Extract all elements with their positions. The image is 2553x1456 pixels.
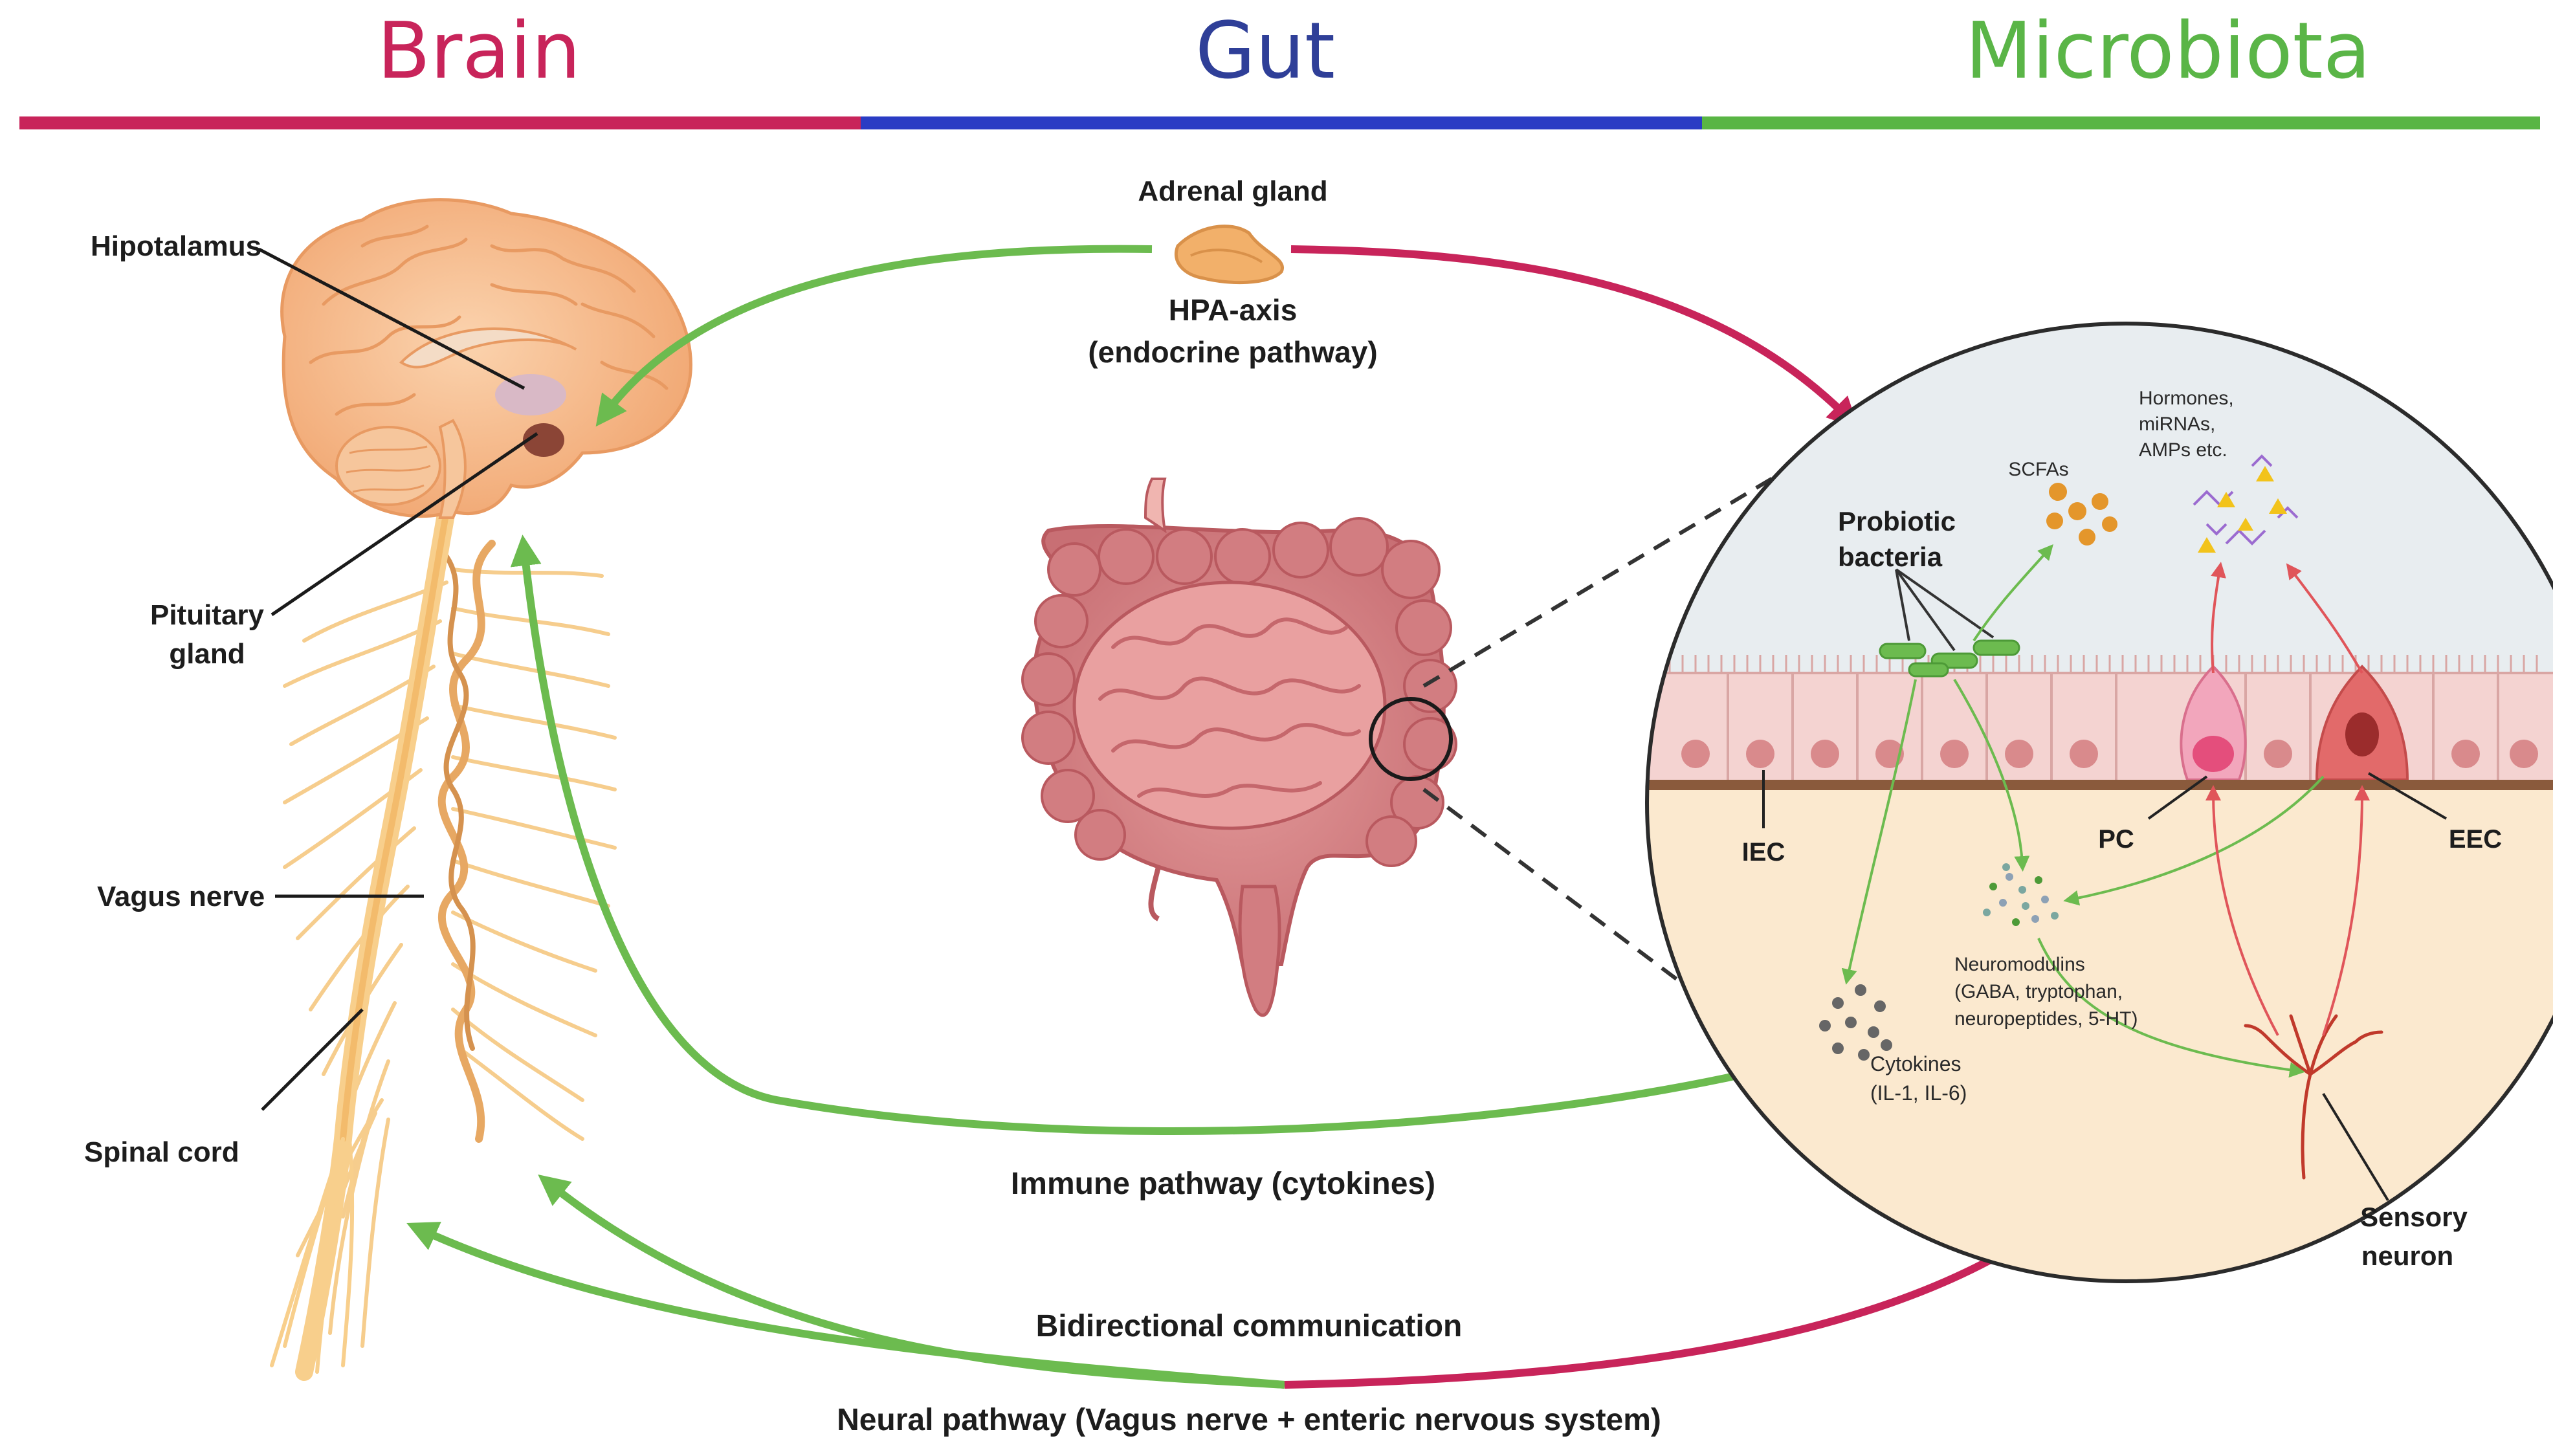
label-bidirectional: Bidirectional communication xyxy=(1036,1309,1463,1343)
microbiota-inset: SCFAs Hormones, miRNAs, AMPs etc. Probio… xyxy=(1645,322,2553,1283)
neural-arrow-to-microbiota xyxy=(1284,1217,2058,1389)
neural-arrow-2 xyxy=(406,1222,1285,1389)
header-microbiota: Microbiota xyxy=(1965,6,2371,96)
hpa-arrow-to-brain xyxy=(595,245,1153,427)
label-hipotalamus: Hipotalamus xyxy=(91,230,261,262)
label-iec: IEC xyxy=(1742,838,1785,866)
label-sensory-line2: neuron xyxy=(2361,1241,2453,1271)
label-eec: EEC xyxy=(2449,825,2502,854)
label-scfas: SCFAs xyxy=(2008,459,2068,480)
brain-labels: Hipotalamus Pituitary gland Vagus nerve … xyxy=(84,230,538,1168)
label-pc: PC xyxy=(2098,825,2134,854)
label-cytokines-line1: Cytokines xyxy=(1870,1052,1962,1075)
label-spinal-cord: Spinal cord xyxy=(84,1136,239,1168)
header-gut: Gut xyxy=(1195,6,1335,96)
label-neural-pathway: Neural pathway (Vagus nerve + enteric ne… xyxy=(837,1403,1661,1437)
label-immune-pathway: Immune pathway (cytokines) xyxy=(1011,1167,1435,1201)
nervous-system-illustration xyxy=(270,198,692,1381)
label-cytokines-line2: (IL-1, IL-6) xyxy=(1870,1081,1967,1105)
immune-arrow xyxy=(510,535,1800,1135)
zoom-circle xyxy=(1369,697,1453,781)
inset-arrows xyxy=(1841,544,2370,1078)
label-probiotic-line1: Probiotic xyxy=(1838,506,1956,536)
label-pituitary-line2: gland xyxy=(169,638,245,670)
probiotic-bacteria-icon xyxy=(1879,639,2020,678)
header-bar-gut xyxy=(861,116,1702,129)
label-hpa-axis: HPA-axis xyxy=(1169,293,1298,327)
label-neuromodulins-line2: (GABA, tryptophan, xyxy=(1954,981,2123,1002)
header-bar-brain xyxy=(19,116,861,129)
scfa-molecules-icon xyxy=(2046,483,2117,546)
label-sensory-line1: Sensory xyxy=(2360,1202,2468,1232)
label-adrenal-gland: Adrenal gland xyxy=(1138,175,1327,207)
header: Brain Gut Microbiota xyxy=(19,6,2540,129)
hpa-axis: Adrenal gland HPA-axis (endocrine pathwa… xyxy=(595,175,1859,428)
label-neuromodulins-line3: neuropeptides, 5-HT) xyxy=(1954,1008,2138,1030)
header-brain: Brain xyxy=(377,6,581,96)
label-hormones-line3: AMPs etc. xyxy=(2139,439,2227,461)
inset-border xyxy=(1645,322,2553,1283)
neuromodulins-icon xyxy=(1983,863,2059,926)
cytokines-icon xyxy=(1819,984,1892,1061)
label-pituitary-line1: Pituitary xyxy=(150,599,265,631)
label-vagus-nerve: Vagus nerve xyxy=(97,881,265,912)
label-neuromodulins-line1: Neuromodulins xyxy=(1954,954,2085,975)
adrenal-gland-icon xyxy=(1174,225,1285,285)
label-hormones-line1: Hormones, xyxy=(2139,388,2234,409)
label-hormones-line2: miRNAs, xyxy=(2139,414,2215,435)
neural-pathway: Bidirectional communication Neural pathw… xyxy=(406,1175,2058,1437)
label-probiotic-line2: bacteria xyxy=(1838,542,1943,572)
neural-arrow-1 xyxy=(538,1175,1285,1389)
header-bar-microbiota xyxy=(1702,116,2540,129)
hormones-molecules-icon xyxy=(2193,454,2299,553)
label-endocrine-pathway: (endocrine pathway) xyxy=(1088,335,1377,369)
hpa-arrow-to-microbiota xyxy=(1290,245,1859,428)
intestine-icon xyxy=(1021,478,1457,1017)
